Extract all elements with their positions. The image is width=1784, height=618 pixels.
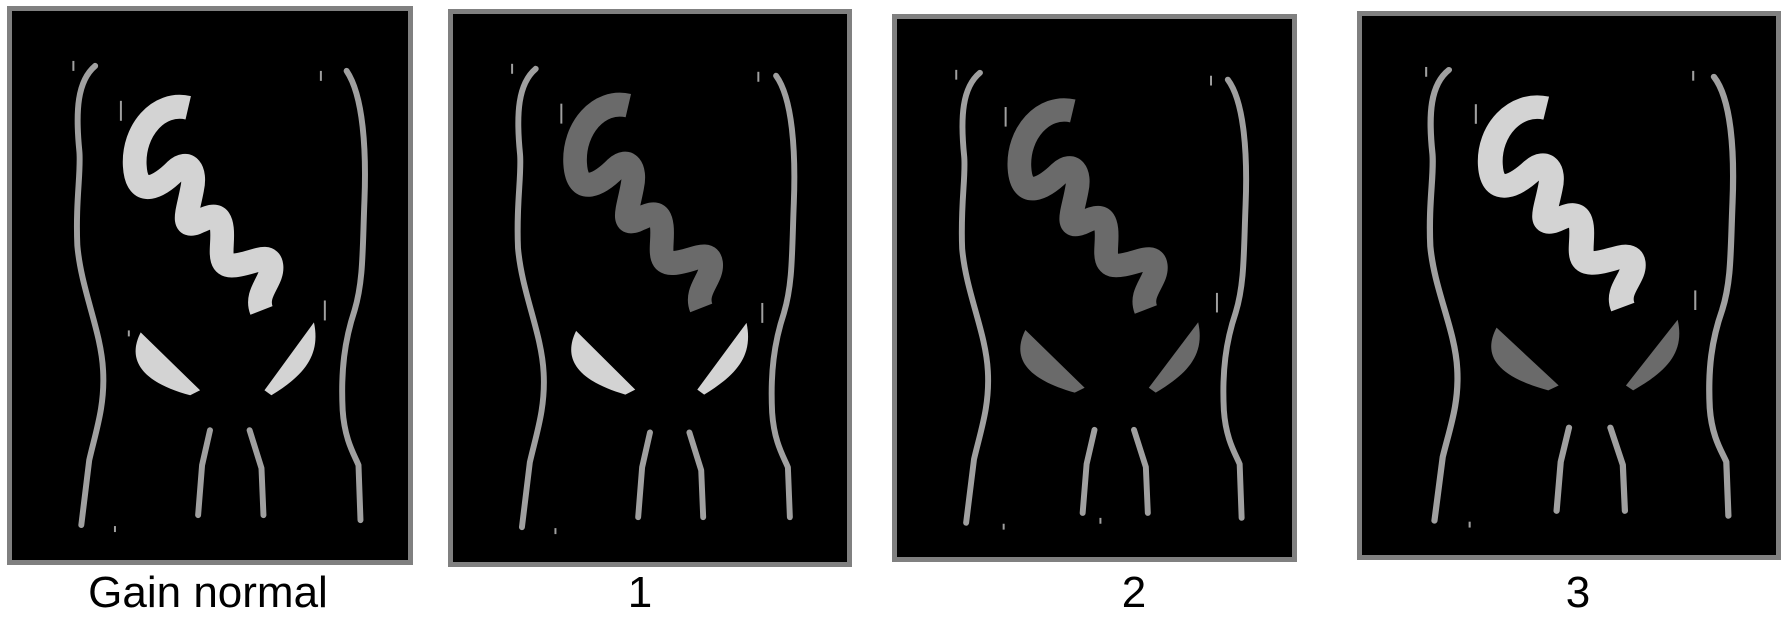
panel-caption: 2	[1094, 568, 1174, 618]
panel-caption: Gain normal	[57, 568, 359, 618]
left-contour	[962, 73, 988, 523]
left-ovary	[1020, 330, 1084, 393]
bowel-loop	[1490, 107, 1633, 307]
left-contour	[1430, 70, 1458, 521]
panel-caption: 1	[600, 568, 680, 618]
right-ovary	[697, 323, 748, 395]
right-contour	[772, 76, 795, 517]
left-contour	[77, 66, 103, 525]
bowel-loop	[575, 105, 711, 308]
left-ovary	[571, 331, 635, 395]
right-contour	[342, 71, 365, 520]
bowel-loop	[135, 107, 272, 311]
left-inner-leg	[198, 430, 210, 515]
right-inner-leg	[1134, 430, 1148, 513]
tick-marks	[512, 64, 762, 534]
bowel-loop	[1019, 110, 1156, 310]
left-inner-leg	[638, 432, 650, 517]
body-outline-diagram	[1362, 16, 1776, 555]
right-inner-leg	[1610, 428, 1624, 511]
left-contour	[518, 69, 544, 527]
image-panel-2	[892, 14, 1297, 562]
right-inner-leg	[250, 430, 264, 515]
body-outline	[77, 66, 365, 525]
left-ovary	[136, 332, 201, 395]
body-outline-diagram	[12, 11, 408, 560]
right-contour	[1223, 80, 1246, 518]
right-ovary	[1149, 322, 1200, 392]
body-outline-diagram	[453, 14, 847, 562]
image-panel-3	[1357, 11, 1781, 560]
right-inner-leg	[689, 432, 703, 517]
body-outline	[518, 69, 795, 527]
panel-caption: 3	[1538, 568, 1618, 618]
left-inner-leg	[1557, 428, 1569, 511]
image-panel-gain-normal	[7, 6, 413, 565]
image-panel-1	[448, 9, 852, 567]
body-outline	[1430, 70, 1733, 521]
tick-marks	[73, 61, 324, 532]
left-inner-leg	[1083, 430, 1095, 513]
right-contour	[1709, 77, 1733, 516]
left-ovary	[1491, 328, 1558, 391]
right-ovary	[1626, 320, 1679, 391]
right-ovary	[264, 322, 315, 395]
body-outline	[962, 73, 1246, 523]
body-outline-diagram	[897, 19, 1292, 557]
